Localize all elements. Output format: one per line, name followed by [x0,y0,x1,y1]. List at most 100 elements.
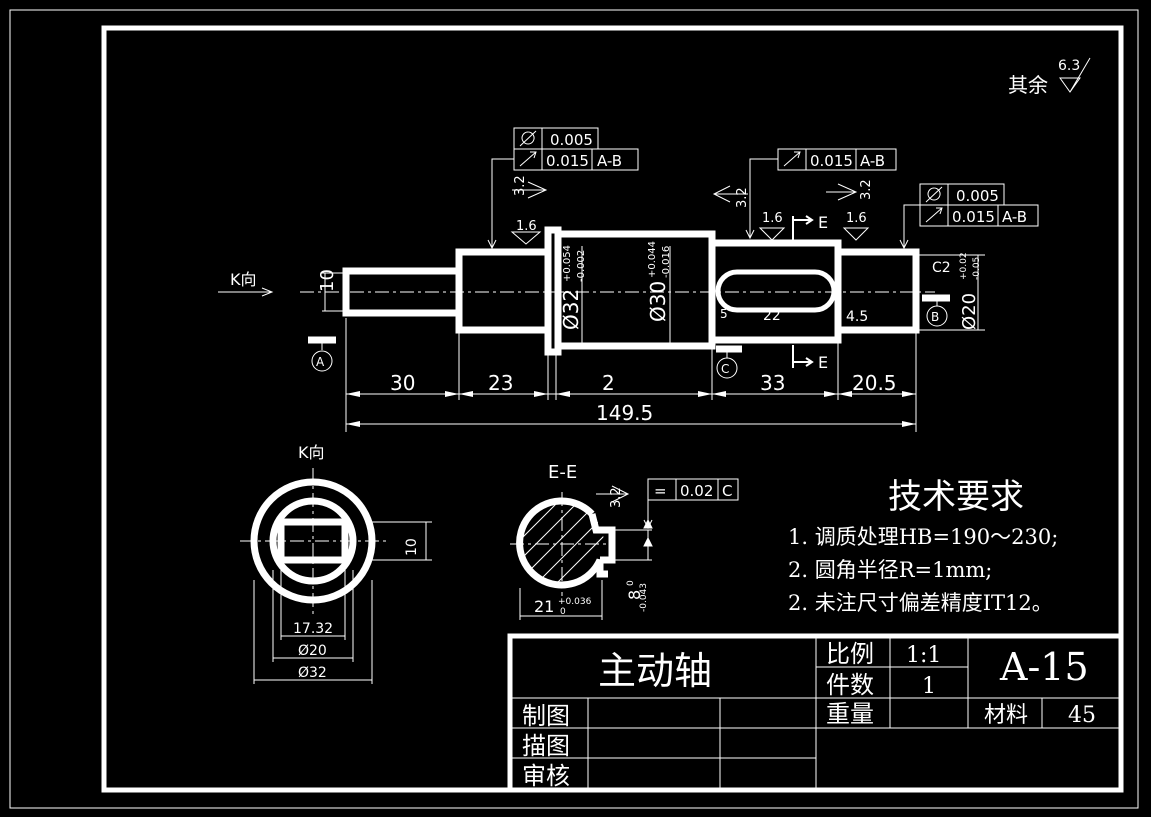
runout-icon [925,207,943,223]
roughness-icon [826,183,858,201]
svg-text:3.2: 3.2 [513,175,528,196]
section-title: E-E [548,462,577,483]
datum-symbols: A B C [308,294,950,379]
weight-label: 重量 [826,700,874,728]
section-keyway [588,513,616,564]
keyway-45: 4.5 [846,309,868,325]
dim-2: 2 [602,371,615,395]
section-e-e: E-E 21 +0.036 0 8 0 -0.043 [510,462,653,620]
dim-30: 30 [390,371,415,395]
rest-roughness: 其余 6.3 [1008,57,1091,97]
sec-dim-21: 21 [534,597,554,616]
k-view: K向 10 17.32 Ø20 Ø32 [240,443,432,684]
shaft-segment-205 [834,248,920,334]
shaft-segment-23 [455,248,552,334]
length-dimensions: 30 23 2 33 20.5 149.5 [345,318,917,432]
tol-6-value: 0.02 [680,482,713,500]
sec-dim-21-tol-dn: 0 [560,607,566,617]
svg-text:1.6: 1.6 [762,211,783,226]
shaft-main-text: K向 10 Ø32 +0.054 -0.002 Ø30 +0.044 -0.01… [218,241,982,330]
dim-d32-text: Ø32 [559,289,583,330]
sec-dim-21-tol-up: +0.036 [558,597,592,607]
traced-label: 描图 [522,732,570,760]
tol-frame-5 [919,204,1039,227]
svg-text:3.2: 3.2 [609,487,624,508]
sec-dim-8: 8 [625,590,644,600]
datum-a-icon [311,350,333,372]
section-mark-bottom-icon [792,345,814,368]
tolerance-frames: 0.005 0.015 A-B 0.015 A-B 0.005 0.015 A-… [487,127,1039,530]
tol-4-value: 0.005 [956,187,999,205]
qty-label: 件数 [826,671,874,699]
roughness-icon [712,185,748,203]
k-view-arrow-icon [218,287,274,297]
chamfer-c2: C2 [932,260,951,276]
dim-23: 23 [488,371,513,395]
tol-frame-6 [647,478,739,501]
runout-icon [783,151,801,167]
svg-text:3.2: 3.2 [735,187,750,208]
tol-leader-3 [745,158,778,240]
tol-leader-5 [899,204,920,250]
k-dim-d20: Ø20 [298,643,327,659]
tech-title: 技术要求 [888,477,1024,517]
dim-d30-text: Ø30 [646,281,670,322]
dim-1495: 149.5 [596,401,653,425]
outer-frame [9,9,1139,809]
tol-6-ref: C [722,482,732,500]
section-mark-bottom-label: E [818,353,828,372]
keyway-5: 5 [720,307,728,321]
tech-note-2: 2. 圆角半径R=1mm; [788,558,992,582]
runout-icon [519,151,537,167]
tol-2-ref: A-B [597,152,622,170]
datum-b-icon [926,305,948,327]
dim-205: 20.5 [852,371,897,395]
rest-roughness-value: 6.3 [1058,58,1080,74]
tol-5-ref: A-B [1002,208,1027,226]
datum-c-icon [716,357,738,379]
roughness-icon [512,181,548,199]
k-dim-10: 10 [404,538,420,556]
sec-dim-8-tol-dn: -0.043 [639,583,649,612]
dim-d32-tol-dn: -0.002 [576,250,587,282]
dim-d32-tol-up: +0.054 [562,245,573,282]
sec-dim-8-tol-up: 0 [626,580,636,586]
material-label: 材料 [984,703,1028,728]
roughness-icon [596,485,630,503]
material-value: 45 [1068,703,1096,728]
tol-5-value: 0.015 [952,208,995,226]
section-markers: E E [792,213,828,372]
section-mark-top-label: E [818,213,828,232]
drawing-number: A-15 [999,645,1089,689]
dim-d20-text: Ø20 [959,293,980,330]
roughness-marks: 3.2 1.6 3.2 1.6 3.2 1.6 3.2 [510,175,874,508]
k-view-arrow-label: K向 [230,270,257,289]
k-dim-1732: 17.32 [293,621,333,637]
scale-label: 比例 [826,640,874,668]
k-view-title: K向 [298,443,325,462]
title-block: 主动轴 比例 1:1 件数 1 A-15 重量 材料 45 制图 描图 审核 [507,633,1124,793]
keyway-22: 22 [763,308,781,324]
datum-c-label: C [721,362,729,376]
datum-a-label: A [316,355,325,369]
rest-roughness-label: 其余 [1008,73,1048,97]
checked-label: 审核 [522,762,570,790]
tol-2-value: 0.015 [546,152,589,170]
dim-d30-tol-dn: -0.016 [661,246,672,278]
roughness-symbol-icon [1059,57,1091,93]
tech-note-3: 2. 未注尺寸偏差精度IT12。 [788,591,1053,615]
datum-b-label: B [931,310,939,324]
drawn-label: 制图 [522,702,570,730]
tol-3-ref: A-B [860,152,885,170]
technical-requirements: 技术要求 1. 调质处理HB=190～230; 2. 圆角半径R=1mm; 2.… [788,477,1058,615]
k-dim-d32: Ø32 [298,665,327,681]
shaft-main-view [300,226,985,356]
roughness-icon [842,227,870,241]
dim-10-text: 10 [317,269,338,292]
keyway [715,269,837,313]
tol-3-value: 0.015 [810,152,853,170]
svg-text:1.6: 1.6 [846,211,867,226]
dim-d30-tol-up: +0.044 [647,241,658,278]
roughness-icon [510,231,542,245]
